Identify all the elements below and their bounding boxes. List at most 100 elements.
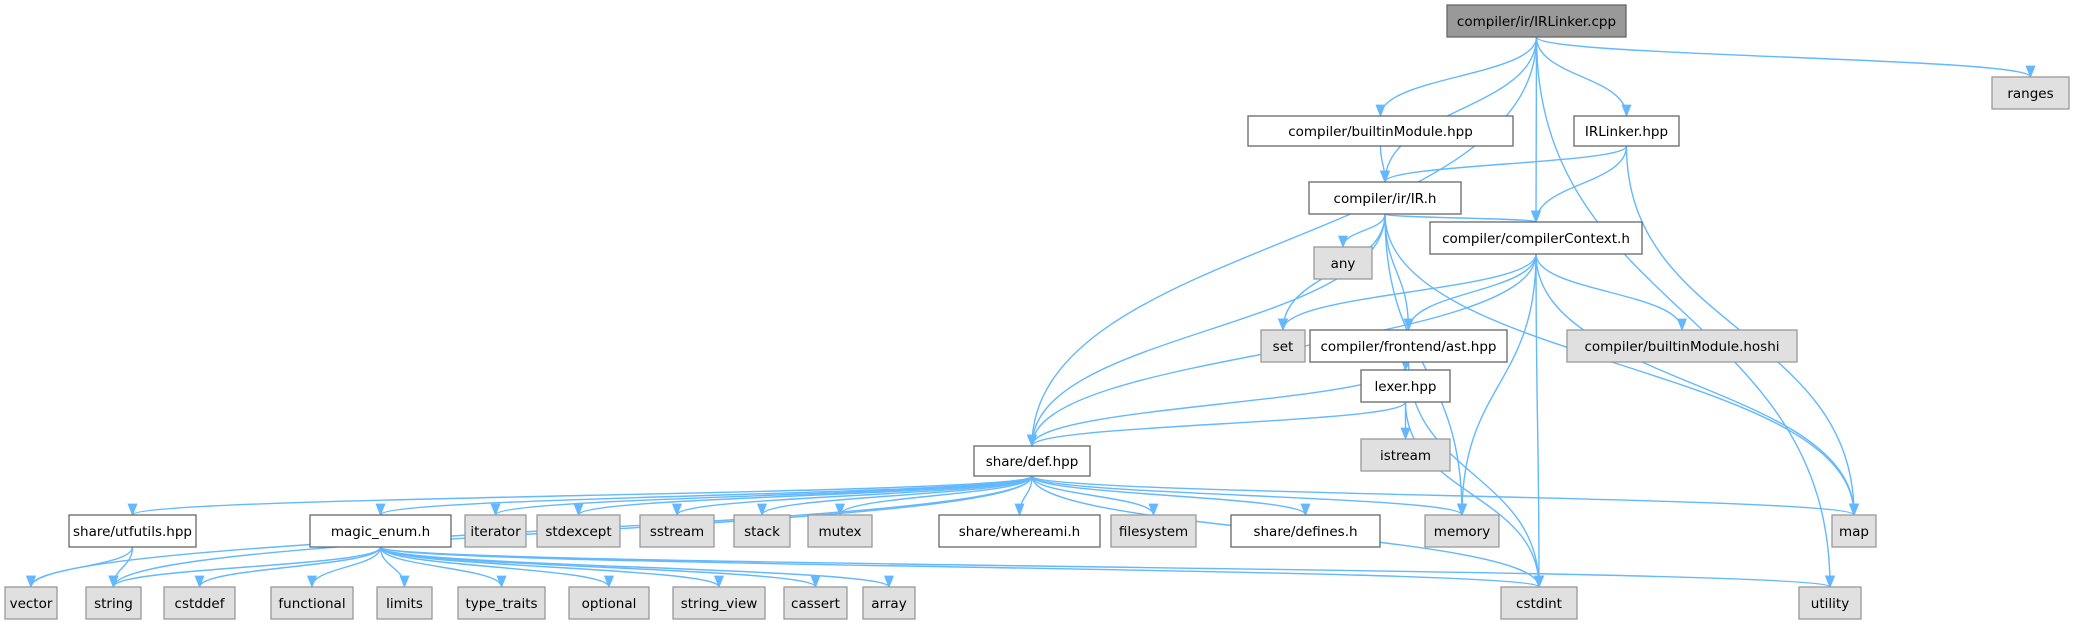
node-irlinkerhpp[interactable]: IRLinker.hpp <box>1573 115 1680 147</box>
node-ast[interactable]: compiler/frontend/ast.hpp <box>1309 329 1508 363</box>
edge-magic-to-array <box>379 546 894 589</box>
node-label: filesystem <box>1119 524 1188 540</box>
node-box <box>1831 514 1877 548</box>
node-hoshi: compiler/builtinModule.hoshi <box>1566 329 1798 363</box>
node-label: sstream <box>650 524 704 540</box>
node-any: any <box>1313 246 1373 280</box>
node-label: cassert <box>791 596 840 612</box>
node-label: set <box>1273 339 1294 355</box>
node-box <box>1247 115 1514 147</box>
node-box <box>639 514 715 548</box>
node-box <box>1110 514 1197 548</box>
edge-irlinkerhpp-to-ctx <box>1530 145 1628 224</box>
node-box <box>1308 181 1462 215</box>
node-whereami[interactable]: share/whereami.h <box>938 514 1101 548</box>
edge-lexer-to-def <box>1027 401 1407 448</box>
edge-magic-to-string_view <box>379 546 724 589</box>
node-utfutils[interactable]: share/utfutils.hpp <box>68 514 197 548</box>
node-iterator: iterator <box>464 514 527 548</box>
edge-magic-to-utility <box>379 546 1835 589</box>
node-label: compiler/compilerContext.h <box>1442 231 1630 247</box>
node-label: compiler/frontend/ast.hpp <box>1321 339 1497 355</box>
node-label: cstdint <box>1516 596 1562 612</box>
node-label: limits <box>386 596 423 612</box>
node-array: array <box>862 586 916 620</box>
node-cstdint: cstdint <box>1500 586 1578 620</box>
node-label: compiler/builtinModule.hpp <box>1288 124 1473 140</box>
node-label: functional <box>278 596 345 612</box>
edge-ctx-to-set <box>1278 253 1537 332</box>
edge-irlinkerhpp-to-irh <box>1380 145 1628 184</box>
node-box <box>1360 438 1451 472</box>
edge-def-to-defines <box>1031 475 1311 517</box>
node-label: share/whereami.h <box>959 524 1080 540</box>
edge-def-to-map <box>1031 475 1859 517</box>
node-box <box>733 514 791 548</box>
node-label: map <box>1839 524 1869 540</box>
node-box <box>1991 76 2070 110</box>
edge-ctx-to-cstdint <box>1533 253 1545 589</box>
node-builtinModule[interactable]: compiler/builtinModule.hpp <box>1247 115 1514 147</box>
edge-root-to-irh <box>1379 36 1538 184</box>
node-root[interactable]: compiler/ir/IRLinker.cpp <box>1446 4 1627 38</box>
node-label: stack <box>744 524 780 540</box>
edge-magic-to-cstdint <box>379 546 1544 589</box>
node-magic[interactable]: magic_enum.h <box>309 514 452 548</box>
edge-def-to-sstream <box>672 475 1033 517</box>
node-box <box>1798 586 1862 620</box>
node-irh[interactable]: compiler/ir/IR.h <box>1308 181 1462 215</box>
edge-magic-to-string <box>108 546 382 589</box>
edge-root-to-def <box>1026 36 1538 448</box>
node-box <box>536 514 621 548</box>
node-label: compiler/ir/IRLinker.cpp <box>1457 14 1616 30</box>
node-box <box>1573 115 1680 147</box>
node-box <box>938 514 1101 548</box>
node-box <box>1309 329 1508 363</box>
node-filesystem: filesystem <box>1110 514 1197 548</box>
node-label: compiler/ir/IR.h <box>1334 191 1437 207</box>
node-cstddef: cstddef <box>163 586 236 620</box>
node-box <box>1230 514 1381 548</box>
node-box <box>464 514 527 548</box>
node-box <box>4 586 58 620</box>
node-label: compiler/builtinModule.hoshi <box>1584 339 1779 355</box>
node-optional: optional <box>568 586 650 620</box>
node-label: vector <box>10 596 53 612</box>
node-box <box>1313 246 1373 280</box>
node-label: string_view <box>681 596 758 612</box>
node-string_view: string_view <box>672 586 766 620</box>
edge-utfutils-to-vector <box>26 546 134 589</box>
node-label: array <box>871 596 906 612</box>
edges-layer <box>26 36 2036 589</box>
edge-def-to-whereami <box>1014 475 1033 517</box>
node-box <box>672 586 766 620</box>
node-box <box>1446 4 1627 38</box>
edge-irh-to-ctx <box>1384 210 1541 224</box>
node-def[interactable]: share/def.hpp <box>973 445 1091 477</box>
edge-def-to-mutex <box>835 475 1033 517</box>
node-box <box>783 586 848 620</box>
node-label: share/def.hpp <box>986 454 1079 470</box>
edge-ctx-to-memory <box>1456 253 1537 517</box>
node-label: iterator <box>470 524 521 540</box>
node-set: set <box>1260 329 1306 363</box>
edge-root-to-utility <box>1535 36 1836 589</box>
node-box <box>309 514 452 548</box>
node-box <box>457 586 546 620</box>
edge-lexer-to-cstdint <box>1404 401 1545 589</box>
edge-ctx-to-map <box>1535 253 1860 517</box>
node-ctx[interactable]: compiler/compilerContext.h <box>1429 221 1643 255</box>
node-label: share/defines.h <box>1253 524 1357 540</box>
node-box <box>862 586 916 620</box>
node-defines[interactable]: share/defines.h <box>1230 514 1381 548</box>
node-lexer[interactable]: lexer.hpp <box>1360 369 1451 403</box>
nodes-layer: compiler/ir/IRLinker.cpprangescompiler/b… <box>4 4 2070 620</box>
node-box <box>1500 586 1578 620</box>
edge-magic-to-cstddef <box>194 546 382 589</box>
node-label: mutex <box>818 524 861 540</box>
node-label: IRLinker.hpp <box>1585 124 1668 140</box>
edge-def-to-utfutils <box>127 475 1033 517</box>
node-type_traits: type_traits <box>457 586 546 620</box>
node-memory: memory <box>1424 514 1500 548</box>
